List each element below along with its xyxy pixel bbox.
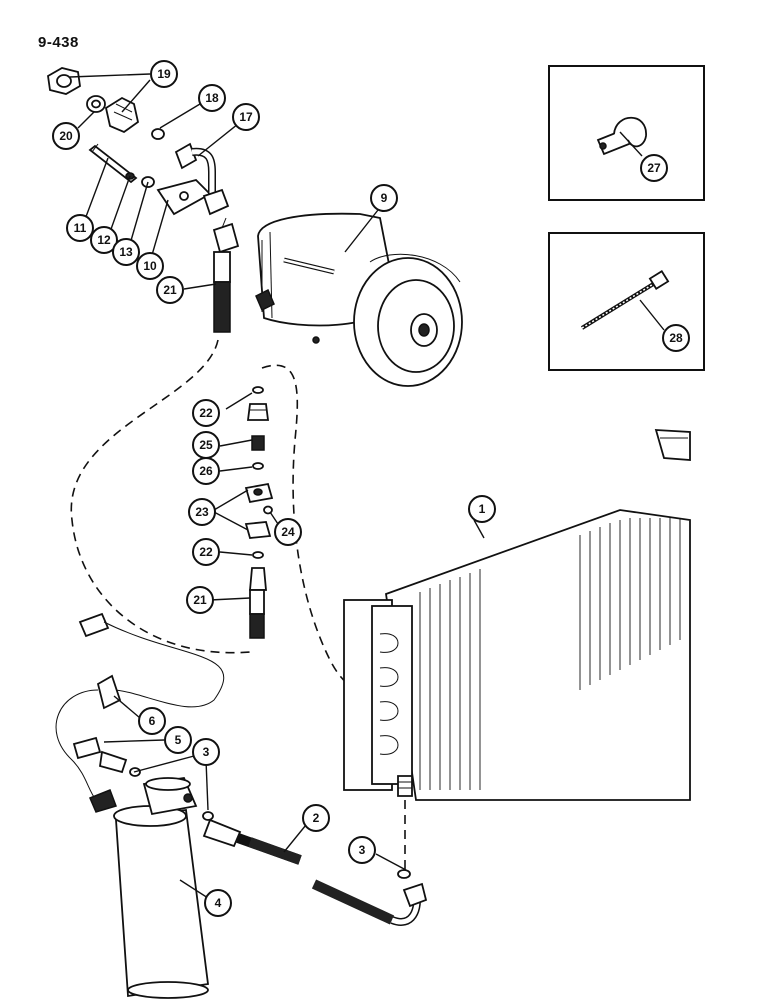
svg-text:27: 27 [647, 161, 661, 175]
svg-text:21: 21 [193, 593, 207, 607]
svg-text:22: 22 [199, 545, 213, 559]
hose-clamp-part [596, 116, 647, 156]
svg-text:4: 4 [215, 896, 222, 910]
callout-6: 6 [138, 707, 166, 735]
callout-22-lower: 22 [192, 538, 220, 566]
lower-hose-assembly [129, 767, 428, 926]
pressure-switch-wiring [55, 612, 225, 813]
callout-10: 10 [136, 252, 164, 280]
inset-box-clamp [548, 65, 705, 201]
svg-text:3: 3 [359, 843, 366, 857]
svg-text:26: 26 [199, 464, 213, 478]
svg-text:19: 19 [157, 67, 171, 81]
callout-1: 1 [468, 495, 496, 523]
svg-text:10: 10 [143, 259, 157, 273]
callout-11: 11 [66, 214, 94, 242]
page-code: 9-438 [38, 34, 79, 51]
condenser [343, 429, 691, 801]
svg-text:6: 6 [149, 714, 156, 728]
callout-27: 27 [640, 154, 668, 182]
svg-text:21: 21 [163, 283, 177, 297]
inset-box-tie-strap [548, 232, 705, 371]
callout-24: 24 [274, 518, 302, 546]
svg-text:1: 1 [479, 502, 486, 516]
callout-21-lower: 21 [186, 586, 214, 614]
svg-text:9: 9 [381, 191, 388, 205]
tie-strap-part [580, 269, 670, 330]
callout-22-upper: 22 [192, 399, 220, 427]
callout-3-left: 3 [192, 738, 220, 766]
callout-5: 5 [164, 726, 192, 754]
receiver-drier [113, 777, 210, 999]
callout-13: 13 [112, 238, 140, 266]
compressor [255, 212, 463, 387]
callout-3-right: 3 [348, 836, 376, 864]
callout-26: 26 [192, 457, 220, 485]
leader-lines [69, 73, 665, 899]
callout-12: 12 [90, 226, 118, 254]
condenser-fins [419, 518, 681, 790]
svg-text:2: 2 [313, 811, 320, 825]
callout-2: 2 [302, 804, 330, 832]
callout-21-upper: 21 [156, 276, 184, 304]
elbow-fitting-upper [174, 142, 240, 333]
svg-text:13: 13 [119, 245, 133, 259]
svg-text:18: 18 [205, 91, 219, 105]
svg-text:28: 28 [669, 331, 683, 345]
callout-20: 20 [52, 122, 80, 150]
fittings-upper-left [47, 67, 212, 216]
svg-text:3: 3 [203, 745, 210, 759]
svg-text:17: 17 [239, 110, 253, 124]
callout-18: 18 [198, 84, 226, 112]
svg-text:25: 25 [199, 438, 213, 452]
center-fittings-stack [244, 386, 274, 639]
svg-text:5: 5 [175, 733, 182, 747]
callout-4: 4 [204, 889, 232, 917]
callout-17: 17 [232, 103, 260, 131]
callout-23: 23 [188, 498, 216, 526]
svg-text:11: 11 [74, 221, 87, 235]
svg-text:23: 23 [195, 505, 209, 519]
callout-9: 9 [370, 184, 398, 212]
callout-25: 25 [192, 431, 220, 459]
callout-28: 28 [662, 324, 690, 352]
svg-text:20: 20 [59, 129, 73, 143]
svg-text:22: 22 [199, 406, 213, 420]
svg-text:12: 12 [97, 233, 111, 247]
callout-19: 19 [150, 60, 178, 88]
svg-text:24: 24 [281, 525, 295, 539]
